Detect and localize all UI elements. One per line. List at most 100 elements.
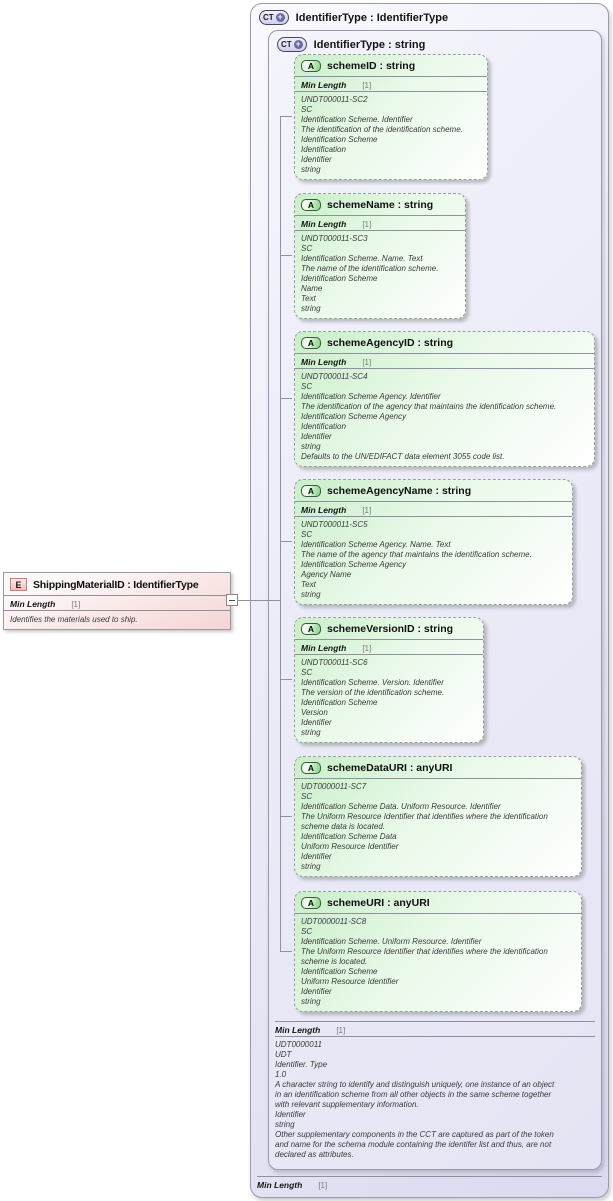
connector-stub [280,398,292,399]
facet-value: [1] [362,644,372,653]
attribute-icon: A [301,762,321,774]
divider [295,654,483,655]
fact-line: The identification of the identification… [301,125,463,134]
connector-branch [238,600,280,601]
attribute-min-length-facet: Min Length [1] [295,216,465,230]
attribute-min-length-facet: Min Length [1] [295,502,572,516]
attribute-title: schemeDataURI : anyURI [327,762,453,774]
divider [275,1021,595,1022]
attribute-icon: A [301,199,321,211]
fact-line: UNDT000011-SC6 [301,658,368,667]
facet-label: Min Length [301,219,347,229]
outer-min-length-facet: Min Length [1] [251,1177,608,1191]
fact-line: Identification Scheme [301,698,378,707]
fact-line: Identification Scheme [301,967,378,976]
fact-line: UDT0000011-SC8 [301,917,367,926]
facet-label: Min Length [257,1180,303,1190]
fact-line: Identification Scheme [301,135,378,144]
fact-line: SC [301,792,313,801]
fact-line: Identification Scheme. Name. Text [301,254,423,263]
plus-icon: + [275,12,285,22]
fact-line: SC [301,382,313,391]
facet-value: [1] [71,600,81,609]
attribute-box-schemename[interactable]: A schemeName : string Min Length [1] UND… [294,193,466,319]
fact-line: string [301,728,321,737]
divider [295,516,572,517]
fact-line: Identification Scheme. Version. Identifi… [301,678,444,687]
fact-line: Text [301,580,316,589]
connector-stub [280,679,292,680]
attribute-title: schemeAgencyName : string [327,485,472,497]
fact-line: Identifier [301,432,332,441]
facet-label: Min Length [10,599,56,609]
attribute-icon: A [301,485,321,497]
facet-label: Min Length [301,357,347,367]
divider [295,639,483,640]
fact-line: Defaults to the UN/EDIFACT data element … [301,452,505,461]
fact-line: string [301,442,321,451]
fact-line: Identifier. Type [275,1060,328,1069]
fact-line: UNDT000011-SC2 [301,95,368,104]
fact-line: Identifier [301,852,332,861]
attribute-box-schemeagencyname[interactable]: A schemeAgencyName : string Min Length [… [294,479,573,605]
facet-label: Min Length [301,505,347,515]
complex-type-icon-label: CT [263,13,274,22]
facet-value: [1] [362,506,372,515]
fact-line: Text [301,294,316,303]
attribute-icon: A [301,897,321,909]
fact-line: Uniform Resource Identifier [301,977,399,986]
fact-line: UNDT000011-SC4 [301,372,368,381]
fact-line: Agency Name [301,570,352,579]
element-box-shippingmaterialid[interactable]: E ShippingMaterialID : IdentifierType Mi… [3,572,231,630]
element-header: E ShippingMaterialID : IdentifierType [4,573,230,595]
divider [4,610,230,611]
fact-line: Version [301,708,328,717]
fact-line: Identification Scheme [301,274,378,283]
fact-line: A character string to identify and disti… [275,1080,555,1109]
fact-line: SC [301,668,313,677]
facet-value: [1] [362,358,372,367]
divider [275,1036,595,1037]
fact-line: Identification Scheme. Uniform Resource.… [301,937,482,946]
element-annotation: Identifies the materials used to ship. [10,615,138,624]
fact-line: string [301,862,321,871]
divider [295,353,594,354]
complex-type-box-outer[interactable]: CT + IdentifierType : IdentifierType CT … [250,3,609,1198]
attribute-icon: A [301,60,321,72]
fact-line: Identification Scheme Agency. Identifier [301,392,441,401]
fact-line: Identifier [275,1110,306,1119]
fact-line: SC [301,244,313,253]
inner-box-title: IdentifierType : string [313,38,426,51]
connector-stub [280,951,292,952]
collapse-handle[interactable] [226,594,238,606]
attribute-box-schemeid[interactable]: A schemeID : string Min Length [1] UNDT0… [294,54,488,180]
attribute-min-length-facet: Min Length [1] [295,354,594,368]
fact-line: 1.0 [275,1070,287,1079]
fact-line: The name of the agency that maintains th… [301,550,532,559]
inner-min-length-facet: Min Length [1] [269,1022,601,1036]
fact-line: Identification Scheme Data. Uniform Reso… [301,802,501,811]
fact-line: Other supplementary components in the CC… [275,1130,554,1159]
inner-header: CT + IdentifierType : string [269,31,601,56]
attribute-min-length-facet: Min Length [1] [295,640,483,654]
fact-line: Uniform Resource Identifier [301,842,399,851]
attribute-box-schemeagencyid[interactable]: A schemeAgencyID : string Min Length [1]… [294,331,595,467]
fact-line: string [301,165,321,174]
attribute-header: A schemeID : string [295,55,487,76]
complex-type-icon: CT + [277,37,307,52]
facet-value: [1] [318,1181,328,1190]
attribute-icon: A [301,337,321,349]
fact-line: UDT [275,1050,292,1059]
complex-type-box-inner[interactable]: CT + IdentifierType : string A schemeID … [268,30,602,1170]
fact-line: Identification Scheme Agency [301,412,407,421]
attribute-box-schemeversionid[interactable]: A schemeVersionID : string Min Length [1… [294,617,484,743]
